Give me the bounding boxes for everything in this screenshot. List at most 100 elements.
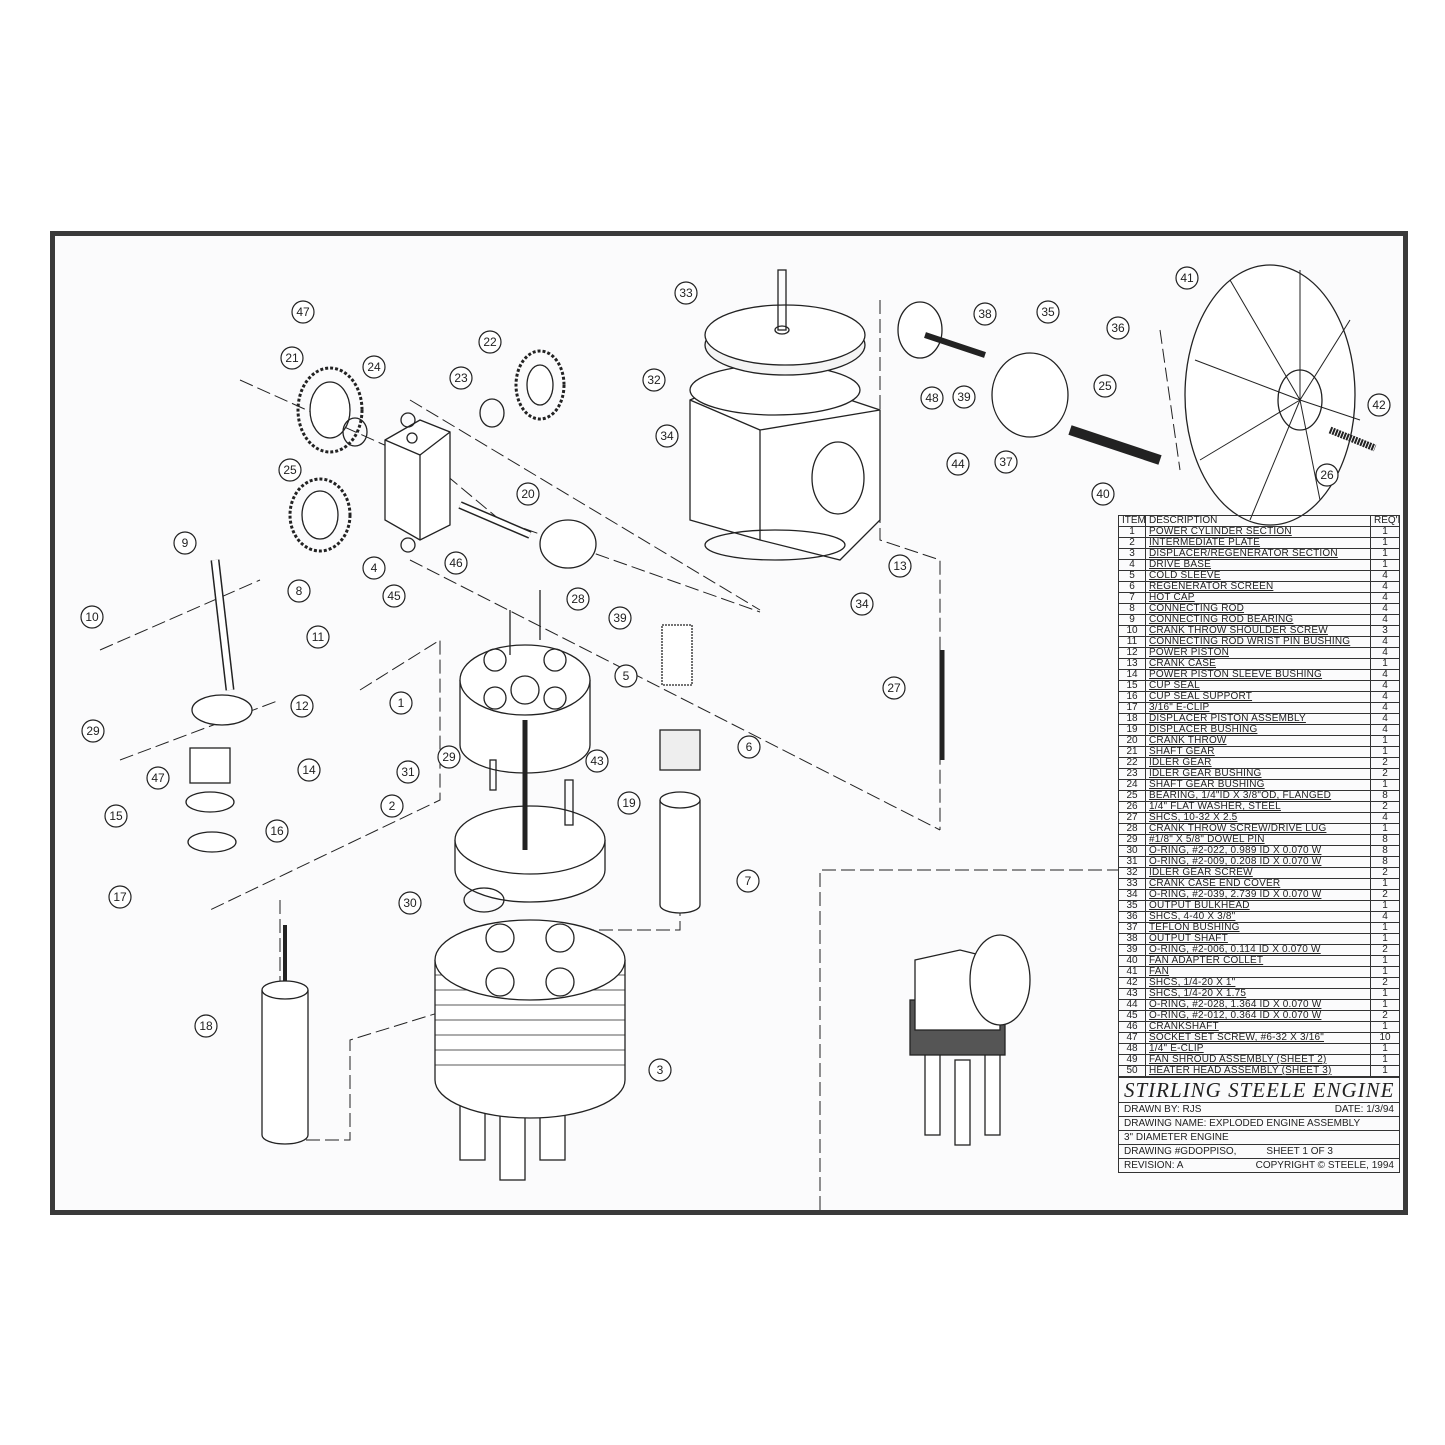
item-quantity: 1: [1370, 526, 1400, 538]
item-description: SHAFT GEAR: [1145, 746, 1371, 758]
item-quantity: 1: [1370, 900, 1400, 912]
item-quantity: 1: [1370, 735, 1400, 747]
callout-number: 26: [1320, 468, 1334, 482]
item-number: 40: [1118, 955, 1146, 967]
item-quantity: 1: [1370, 1054, 1400, 1066]
item-quantity: 1: [1370, 746, 1400, 758]
callout-number: 11: [312, 630, 325, 644]
item-quantity: 2: [1370, 889, 1400, 901]
item-description: CRANK CASE END COVER: [1145, 878, 1371, 890]
fan-part: [1184, 264, 1377, 526]
callout-bubble: 4: [362, 556, 386, 580]
callout-number: 17: [113, 890, 127, 904]
callout-bubble: 17: [108, 885, 132, 909]
callout-bubble: 44: [946, 452, 970, 476]
end-cover-part: [704, 269, 866, 376]
item-number: 31: [1118, 856, 1146, 868]
item-number: 27: [1118, 812, 1146, 824]
item-number: 16: [1118, 691, 1146, 703]
callout-bubble: 23: [449, 366, 473, 390]
item-number: 46: [1118, 1021, 1146, 1033]
callout-number: 20: [521, 487, 535, 501]
callout-number: 45: [387, 589, 401, 603]
item-number: 1: [1118, 526, 1146, 538]
callout-number: 34: [855, 597, 869, 611]
item-description: CRANK CASE: [1145, 658, 1371, 670]
callout-number: 13: [893, 559, 907, 573]
callout-bubble: 39: [608, 606, 632, 630]
item-quantity: 4: [1370, 614, 1400, 626]
crank-gear-part: [288, 477, 352, 553]
callout-bubble: 33: [674, 281, 698, 305]
item-quantity: 4: [1370, 647, 1400, 659]
item-description: HEATER HEAD ASSEMBLY (SHEET 3): [1145, 1065, 1371, 1077]
item-quantity: 1: [1370, 1043, 1400, 1055]
item-description: O-RING, #2-006, 0.114 ID X 0.070 W: [1145, 944, 1371, 956]
callout-number: 47: [296, 305, 310, 319]
callout-bubble: 34: [850, 592, 874, 616]
item-quantity: 8: [1370, 845, 1400, 857]
item-number: 5: [1118, 570, 1146, 582]
item-quantity: 1: [1370, 537, 1400, 549]
callout-bubble: 46: [444, 551, 468, 575]
item-description: SHAFT GEAR BUSHING: [1145, 779, 1371, 791]
item-quantity: 2: [1370, 768, 1400, 780]
callout-number: 6: [746, 740, 753, 754]
item-quantity: 8: [1370, 856, 1400, 868]
callout-bubble: 43: [585, 749, 609, 773]
drawing-number: DRAWING #GDOPPISO,: [1124, 1146, 1237, 1157]
item-quantity: 1: [1370, 1021, 1400, 1033]
callout-bubble: 25: [278, 458, 302, 482]
callout-bubble: 6: [737, 735, 761, 759]
callout-number: 31: [401, 765, 415, 779]
item-quantity: 4: [1370, 603, 1400, 615]
callout-number: 39: [957, 390, 971, 404]
item-quantity: 1: [1370, 988, 1400, 1000]
item-number: 21: [1118, 746, 1146, 758]
item-number: 17: [1118, 702, 1146, 714]
callout-number: 42: [1372, 398, 1386, 412]
item-number: 49: [1118, 1054, 1146, 1066]
item-quantity: 1: [1370, 966, 1400, 978]
callout-bubble: 42: [1367, 393, 1391, 417]
callout-bubble: 10: [80, 605, 104, 629]
item-quantity: 8: [1370, 834, 1400, 846]
callout-bubble: 9: [173, 531, 197, 555]
item-description: INTERMEDIATE PLATE: [1145, 537, 1371, 549]
callout-bubble: 28: [566, 587, 590, 611]
item-quantity: 1: [1370, 878, 1400, 890]
item-number: 8: [1118, 603, 1146, 615]
o-ring-part: [463, 887, 505, 913]
item-number: 44: [1118, 999, 1146, 1011]
callout-number: 5: [623, 669, 630, 683]
item-number: 25: [1118, 790, 1146, 802]
item-number: 36: [1118, 911, 1146, 923]
callout-bubble: 29: [437, 745, 461, 769]
item-description: #1/8" X 5/8" DOWEL PIN: [1145, 834, 1371, 846]
callout-number: 35: [1041, 305, 1055, 319]
item-description: OUTPUT SHAFT: [1145, 933, 1371, 945]
callout-bubble: 18: [194, 1014, 218, 1038]
callout-number: 16: [270, 824, 284, 838]
item-description: CONNECTING ROD BEARING: [1145, 614, 1371, 626]
item-description: DRIVE BASE: [1145, 559, 1371, 571]
